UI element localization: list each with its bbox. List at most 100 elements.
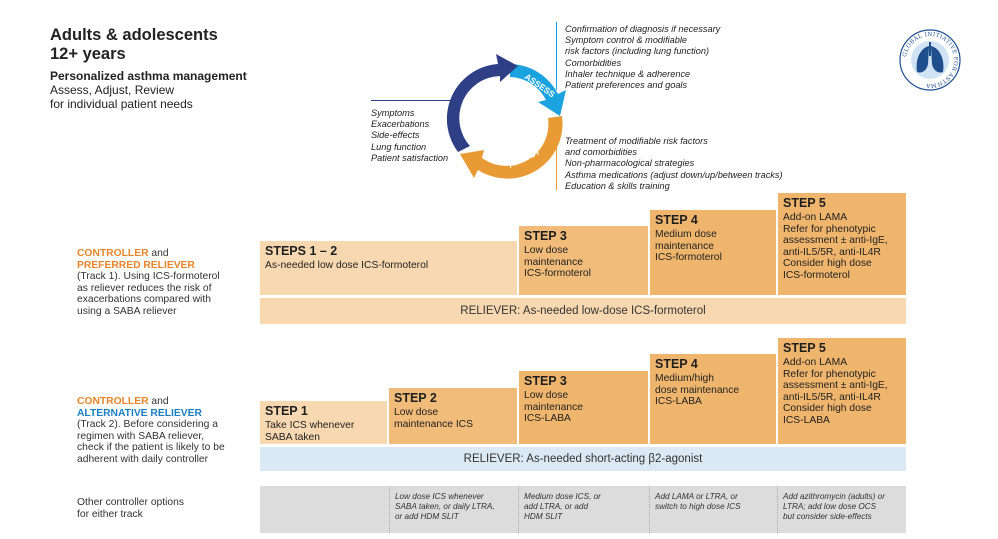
track1-heading-controller: CONTROLLER [77, 248, 149, 259]
subtitle-line-1: Assess, Adjust, Review [50, 83, 175, 97]
track1-desc-line: exacerbations compared with [77, 294, 211, 306]
other-option-line: switch to high dose ICS [655, 502, 741, 511]
other-option-line: but consider side-effects [783, 512, 872, 521]
other-option-cell-step2: Low dose ICS whenever SABA taken, or dai… [389, 492, 495, 522]
step-label: STEP 3 [524, 229, 567, 243]
step-text: Low dose [394, 407, 439, 418]
step-text: assessment ± anti-IgE, [783, 235, 888, 247]
step-label: STEP 5 [783, 196, 826, 210]
step-text: Refer for phenotypic [783, 368, 876, 380]
assess-note: Symptom control & modifiable [565, 35, 688, 46]
step-text: Consider high dose [783, 258, 872, 270]
divider [777, 486, 778, 533]
assess-note: Inhaler technique & adherence [565, 68, 691, 79]
track2-reliever-bar: RELIEVER: As-needed short-acting β2-agon… [260, 447, 906, 471]
right-lung-icon [931, 46, 944, 73]
step-text: anti-IL5/5R, anti-IL4R [783, 246, 881, 258]
other-label-line: for either track [77, 509, 143, 520]
assess-connector-line [556, 22, 557, 90]
review-connector-line [371, 100, 461, 101]
assess-note: risk factors (including lung function) [565, 46, 710, 57]
step-text: assessment ± anti-IgE, [783, 380, 888, 392]
step-text: SABA taken [265, 431, 320, 443]
other-option-line: or add HDM SLIT [395, 512, 459, 521]
page-title: Adults & adolescents 12+ years [50, 26, 218, 64]
track2-desc-line: adherent with daily controller [77, 453, 209, 465]
track2-step-2: STEP 2 Low dose maintenance ICS [389, 388, 517, 444]
track2-heading-reliever: ALTERNATIVE RELIEVER [77, 407, 202, 419]
divider [389, 486, 390, 533]
adjust-notes: Treatment of modifiable risk factors and… [565, 136, 783, 192]
step-text: As-needed low dose ICS-formoterol [265, 260, 429, 271]
other-option-line: Low dose ICS whenever [395, 492, 484, 501]
track1-step-5: STEP 5 Add-on LAMA Refer for phenotypic … [778, 193, 906, 295]
other-options-label: Other controller options for either trac… [77, 497, 184, 521]
step-text: Add-on LAMA [783, 357, 848, 368]
adjust-note: Asthma medications (adjust down/up/betwe… [565, 169, 783, 180]
other-option-cell-step4: Add LAMA or LTRA, or switch to high dose… [649, 492, 741, 512]
assess-note: Comorbidities [565, 57, 622, 68]
step-text: ICS-LABA [783, 414, 830, 426]
step-text: Medium dose [655, 229, 717, 240]
track1-desc-line: using a SABA reliever [77, 305, 177, 317]
review-note: Lung function [371, 141, 427, 152]
track1-and: and [148, 248, 169, 259]
track1-reliever-bar: RELIEVER: As-needed low-dose ICS-formote… [260, 298, 906, 324]
track2-desc-line: regimen with SABA reliever, [77, 430, 205, 442]
track2-step-1: STEP 1 Take ICS whenever SABA taken [260, 401, 387, 444]
step-text: maintenance [655, 240, 714, 252]
assess-adjust-review-cycle: REVIEW ASSESS ADJUST [446, 54, 566, 179]
page-subtitle: Personalized asthma management Assess, A… [50, 69, 247, 111]
review-note: Exacerbations [371, 119, 430, 130]
step-text: Low dose [524, 390, 569, 401]
adjust-arrow [460, 116, 563, 179]
review-note: Symptoms [371, 108, 415, 118]
track1-step-4: STEP 4 Medium dose maintenance ICS-formo… [650, 210, 776, 295]
divider [649, 486, 650, 533]
step-label: STEP 1 [265, 404, 308, 418]
other-option-cell-step5: Add azithromycin (adults) or LTRA; add l… [777, 492, 885, 522]
subtitle-bold: Personalized asthma management [50, 69, 247, 83]
track1-heading-reliever: PREFERRED RELIEVER [77, 259, 195, 271]
step-label: STEP 3 [524, 374, 567, 388]
track1-steps-1-2: STEPS 1 – 2 As-needed low dose ICS-formo… [260, 241, 517, 295]
other-option-line: SABA taken, or daily LTRA, [395, 502, 495, 511]
adjust-note: Non-pharmacological strategies [565, 158, 695, 169]
assess-note: Patient preferences and goals [565, 80, 688, 91]
title-line-2: 12+ years [50, 45, 126, 63]
track1-desc-line: (Track 1). Using ICS-formoterol [77, 271, 220, 283]
track1-description: CONTROLLER and PREFERRED RELIEVER (Track… [77, 248, 220, 318]
assess-notes: Confirmation of diagnosis if necessary S… [565, 24, 720, 91]
track2-step-5: STEP 5 Add-on LAMA Refer for phenotypic … [778, 338, 906, 444]
step-text: Consider high dose [783, 403, 872, 415]
other-option-line: LTRA; add low dose OCS [783, 502, 877, 511]
step-text: Add-on LAMA [783, 212, 848, 223]
track2-desc-line: check if the patient is likely to be [77, 442, 225, 454]
track2-step-4: STEP 4 Medium/high dose maintenance ICS-… [650, 354, 776, 444]
step-text: ICS-formoterol [524, 268, 591, 280]
track2-and: and [148, 396, 169, 407]
step-text: Refer for phenotypic [783, 223, 876, 235]
step-label: STEPS 1 – 2 [265, 244, 338, 258]
review-note: Patient satisfaction [371, 152, 449, 163]
other-options-bar [260, 486, 906, 533]
left-lung-icon [916, 46, 929, 73]
other-option-line: Medium dose ICS, or [524, 492, 601, 501]
step-text: ICS-LABA [524, 413, 571, 425]
assess-arrow [510, 64, 566, 116]
review-arrow [446, 54, 518, 152]
track2-desc-line: (Track 2). Before considering a [77, 419, 218, 431]
subtitle-line-2: for individual patient needs [50, 97, 193, 111]
step-text: maintenance [524, 401, 583, 413]
other-option-cell-step3: Medium dose ICS, or add LTRA, or add HDM… [518, 492, 601, 522]
step-text: maintenance ICS [394, 418, 473, 430]
other-option-line: add LTRA, or add [524, 502, 589, 511]
track2-heading-controller: CONTROLLER [77, 396, 149, 407]
step-text: ICS-formoterol [783, 269, 850, 281]
step-text: dose maintenance [655, 384, 740, 396]
other-option-line: Add LAMA or LTRA, or [655, 492, 738, 501]
step-text: ICS-LABA [655, 396, 702, 408]
adjust-note: Treatment of modifiable risk factors [565, 136, 708, 146]
other-option-line: HDM SLIT [524, 512, 563, 521]
review-note: Side-effects [371, 130, 420, 141]
